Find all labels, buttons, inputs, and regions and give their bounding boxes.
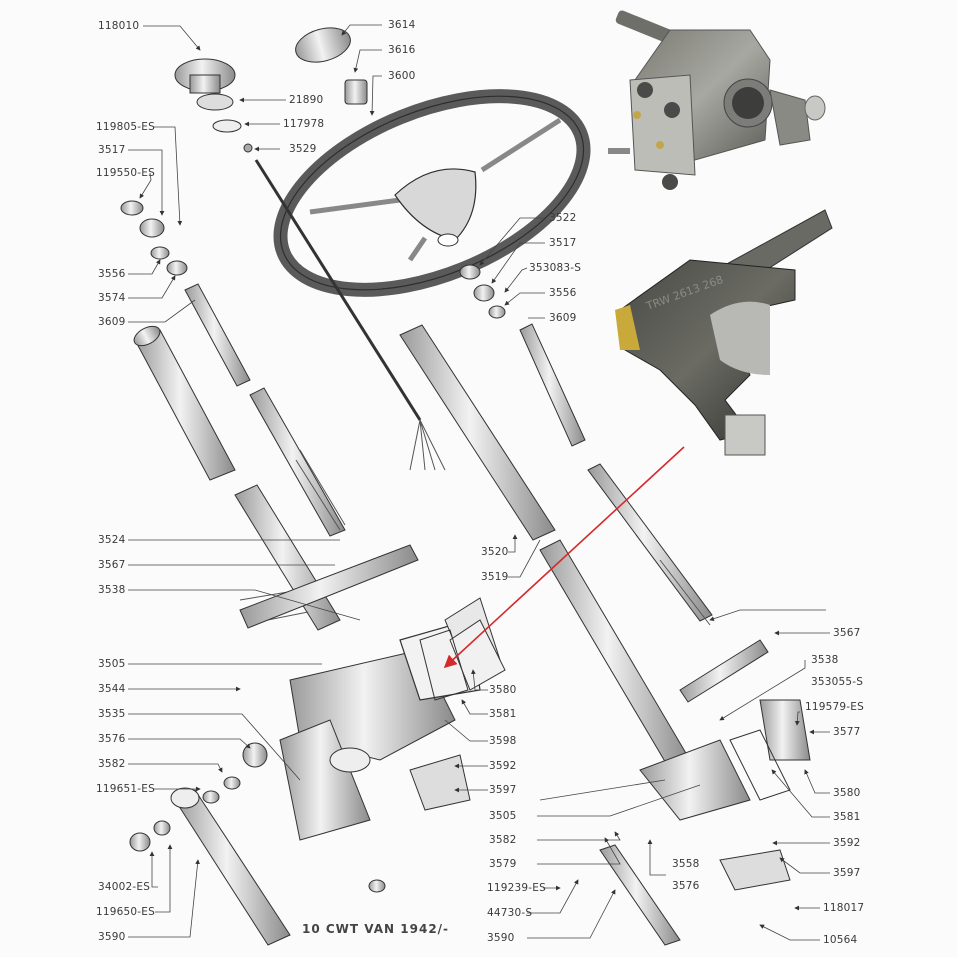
part-label: 3580	[833, 787, 861, 799]
steering-box-casting-photo: TRW 2613 268	[615, 209, 833, 456]
part-label: 3614	[388, 19, 416, 31]
part-label: 3522	[549, 212, 577, 224]
part-label: 3576	[98, 733, 126, 745]
part-label: 3505	[489, 810, 517, 822]
part-label: 3581	[489, 708, 517, 720]
part-label: 118017	[823, 902, 865, 914]
part-label: 3579	[489, 858, 517, 870]
part-label: 119239-ES	[487, 882, 546, 894]
part-label: 353055-S	[811, 676, 864, 688]
red-pointer-arrow	[443, 446, 685, 669]
part-label: 3577	[833, 726, 861, 738]
part-label: 3538	[811, 654, 839, 666]
part-label: 119650-ES	[96, 906, 155, 918]
part-label: 3524	[98, 534, 126, 546]
part-label: 3590	[487, 932, 515, 944]
part-label: 3558	[672, 858, 700, 870]
part-label: 3520	[481, 546, 509, 558]
part-label: 3574	[98, 292, 126, 304]
part-label: 3505	[98, 658, 126, 670]
part-label: 3519	[481, 571, 509, 583]
part-label: 3567	[98, 559, 126, 571]
part-label: 3535	[98, 708, 126, 720]
part-label: 3598	[489, 735, 517, 747]
part-label: 3582	[489, 834, 517, 846]
part-label: 3529	[289, 143, 317, 155]
part-label: 3556	[549, 287, 577, 299]
part-label: 119579-ES	[805, 701, 864, 713]
part-label: 34002-ES	[98, 881, 151, 893]
part-label: 3581	[833, 811, 861, 823]
part-label: 3592	[833, 837, 861, 849]
diagram-caption: 10 CWT VAN 1942/-	[302, 922, 450, 936]
part-label: 353083-S	[529, 262, 582, 274]
part-label: 3556	[98, 268, 126, 280]
part-label: 3538	[98, 584, 126, 596]
part-label: 118010	[98, 20, 140, 32]
part-label: 44730-S	[487, 907, 533, 919]
steering-gearbox-photo	[608, 10, 826, 190]
part-label: 3544	[98, 683, 126, 695]
part-label: 3597	[489, 784, 517, 796]
part-label: 117978	[283, 118, 325, 130]
part-label: 3597	[833, 867, 861, 879]
part-label: 21890	[289, 94, 324, 106]
part-label: 10564	[823, 934, 858, 946]
horn-button-assembly	[174, 27, 368, 153]
part-label: 3517	[549, 237, 577, 249]
part-label: 3580	[489, 684, 517, 696]
part-label: 3592	[489, 760, 517, 772]
part-label: 3576	[672, 880, 700, 892]
part-label: 3590	[98, 931, 126, 943]
part-label: 3517	[98, 144, 126, 156]
part-label: 119550-ES	[96, 167, 155, 179]
part-label: 3609	[98, 316, 126, 328]
part-label: 3567	[833, 627, 861, 639]
part-label: 119651-ES	[96, 783, 155, 795]
part-label: 3600	[388, 70, 416, 82]
part-label: 119805-ES	[96, 121, 155, 133]
part-label: 3609	[549, 312, 577, 324]
part-label: 3582	[98, 758, 126, 770]
part-label: 3616	[388, 44, 416, 56]
